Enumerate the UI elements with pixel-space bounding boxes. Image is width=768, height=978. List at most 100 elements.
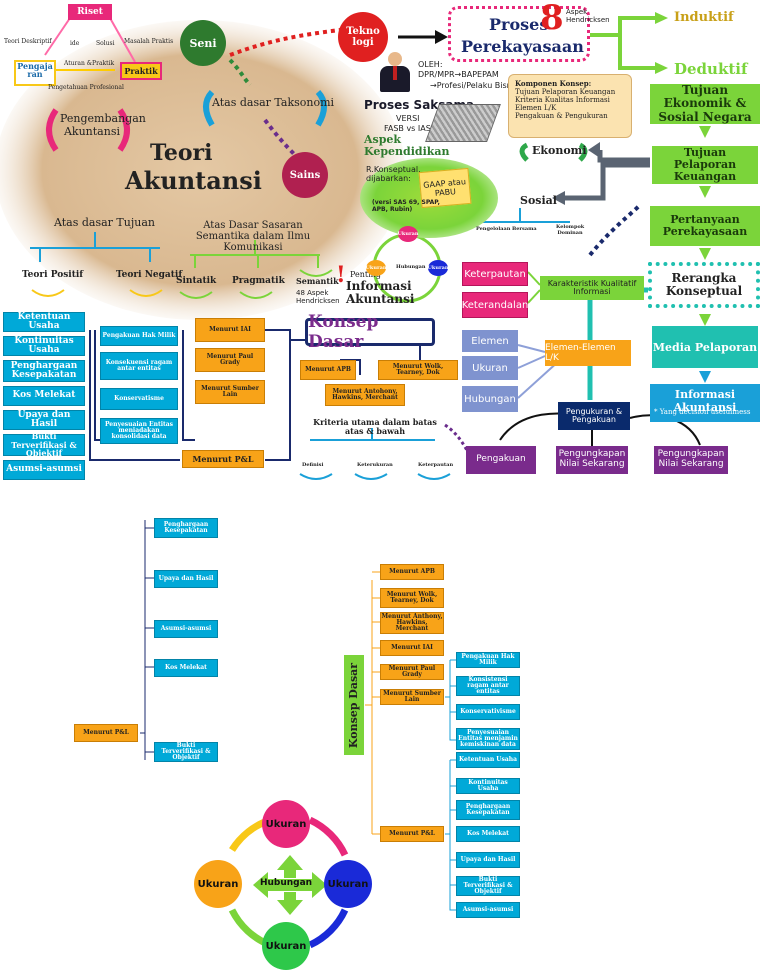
menurut-paul-box: Menurut Paul Grady [195,348,265,372]
komponen-scroll: Komponen Konsep: Tujuan Pelaporan Keuang… [508,74,632,138]
kelompok-dominan-label: Kelompok Dominan [556,224,585,236]
cycle-right: Ukuran [324,860,372,908]
menurut-iai-box: Menurut IAI [195,318,265,342]
decision-note: * Yang decision usefullness [654,408,751,416]
tree-root-label: Konsep Dasar [347,662,361,748]
proses-label: Proses [489,15,549,34]
atas-tujuan-label: Atas dasar Tujuan [54,216,155,229]
komponen-item: Elemen L/K [515,104,557,112]
sosial-label: Sosial [520,194,557,207]
induktif-label: Induktif [674,10,734,25]
elemen-box: Elemen [462,330,518,352]
tree-sumber-child: Penyesuaian Entitas menjamin kemiskinan … [456,728,520,750]
ukuran-box: Ukuran [462,356,518,380]
tree-pl-child: Asumsi-asumsi [456,902,520,918]
bottom-left-item: Upaya dan Hasil [154,570,218,588]
tree-branch: Menurut Wolk, Tearney, Dok [380,588,444,608]
teori-title: Teori [150,140,213,166]
bersama-label: Bersama [512,226,537,232]
sumber-item: Konsekuensi ragam antar entitas [100,352,178,380]
sumber-item: Penyesuaian Entitas meniadakan konsolida… [100,418,178,444]
bottom-left-item: Penghargaan Kesepakatan [154,518,218,538]
eight-number: 8 [540,0,564,38]
aturan-praktik-label: Aturan &Praktik [64,60,115,67]
aspek48-label: 48 Aspek Hendricksen [296,289,340,305]
atas-taksonomi-label: Atas dasar Taksonomi [212,96,335,109]
bottom-left-item: Kos Melekat [154,659,218,677]
exclaim-icon: ! [336,262,346,288]
cycle-center: Hubungan [259,878,313,888]
karakteristik-box: Karakteristik Kualitatif Informasi [540,276,644,300]
tree-branch: Menurut Anthony, Hawkins, Merchant [380,612,444,634]
sintatik-label: Sintatik [176,276,217,286]
tree-pl-child: Upaya dan Hasil [456,852,520,868]
fasb-label: FASB vs IASC [384,124,437,133]
proses-perekayasaan-box: Proses Perekayasaan [448,6,590,62]
sumber-item: Konservatisme [100,388,178,410]
small-ukuran-top: Ukuran [398,226,419,242]
riset-box: Riset [68,4,112,20]
menurut-anthony-box: Menurut Antohony, Hawkins, Merchant [325,384,405,406]
komponen-item: Pengakuan & Pengukuran [515,112,608,120]
pengukuran-pengakuan-box: Pengukuran & Pengakuan [558,402,630,430]
left-list-item: Asumsi-asumsi [3,460,85,480]
keterukuran-label: Keterukuran [357,462,393,468]
left-list-item: Bukti Terverifikasi & Objektif [3,432,85,457]
media-box: Media Pelaporan [652,326,758,368]
informasi-box: Informasi Akuntansi [650,384,760,422]
sains-circle: Sains [282,152,328,198]
menurut-sumber-box: Menurut Sumber Lain [195,380,265,404]
pengajaran-box: Pengaja ran [14,60,56,86]
praktik-box: Praktik [120,62,162,80]
tree-sumber-child: Konsistensi ragam antar entitas [456,676,520,696]
komponen-item: Tujuan Pelaporan Keuangan [515,88,616,96]
left-list-item: Kos Melekat [3,386,85,406]
tree-branch: Menurut Sumber Lain [380,689,444,705]
masalah-praktis-label: Masalah Praktis [124,38,174,45]
deduktif-label: Deduktif [674,60,748,78]
kriteria-label: Kriteria utama dalam batas atas & bawah [313,417,437,436]
menurut-pl-box: Menurut P&L [182,450,264,468]
small-ukuran-right: Ukuran [428,260,449,276]
akuntansi-title: Akuntansi [125,166,262,195]
rkonseptual-label: R.Konseptual, dijabarkan: [366,165,421,183]
profesi-label: →Profesi/Pelaku Bisnis [430,81,519,90]
cycle-top: Ukuran [262,800,310,848]
bottom-left-item: Bukti Terverifikasi & Objektif [154,742,218,762]
tree-branch: Menurut Paul Grady [380,664,444,680]
tree-sumber-child: Pengakuan Hak Milik [456,652,520,668]
definisi-label: Definisi [302,462,324,468]
sumber-item: Pengakuan Hak Milik [100,326,178,346]
ekonomi-label: Ekonomi [532,144,587,157]
komponen-title: Komponen Konsep: [515,79,592,88]
teori-positif-label: Teori Positif [22,270,84,280]
pengelolaan-label: Pengelolaan [476,226,511,232]
keterandalan-box: Keterandalan [462,292,528,318]
sand-background [0,20,405,320]
cycle-left: Ukuran [194,860,242,908]
tujuan-pelaporan-box: Tujuan Pelaporan Keuangan [652,146,758,184]
bottom-menurut-pl: Menurut P&L [74,724,138,742]
pertanyaan-box: Pertanyaan Perekayasaan [650,206,760,246]
tree-branch: Menurut P&L [380,826,444,842]
atas-sasaran-label: Atas Dasar Sasaran Semantika dalam Ilmu … [195,220,311,253]
pengakuan-box: Pengakuan [466,446,536,474]
versi-label: VERSI [396,114,420,123]
pengetahuan-profesional-label: Pengetahuan Profesional [48,84,124,91]
tree-pl-child: Kos Melekat [456,826,520,842]
dpr-label: DPR/MPR→BAPEPAM [418,70,499,79]
oleh-label: OLEH: [418,60,443,69]
tree-pl-child: Kontinuitas Usaha [456,778,520,794]
keterpautan-label: Keterpautan [418,462,454,468]
pragmatik-label: Pragmatik [232,276,285,286]
tree-pl-child: Ketentuan Usaha [456,752,520,768]
teknologi-circle: Tekno logi [338,12,388,62]
informasi-akuntansi-label: Informasi Akuntansi [346,279,415,307]
penting-label: Penting [350,270,381,279]
perekayasaan-label: Perekayasaan [461,37,584,56]
tree-root: Konsep Dasar [344,655,364,755]
aspek-kependidikan-label: Aspek Kependidikan [364,133,450,159]
semantik-label: Semantik [296,276,339,286]
bottom-left-item: Asumsi-asumsi [154,620,218,638]
small-ukuran-left: Ukuran [366,260,387,276]
